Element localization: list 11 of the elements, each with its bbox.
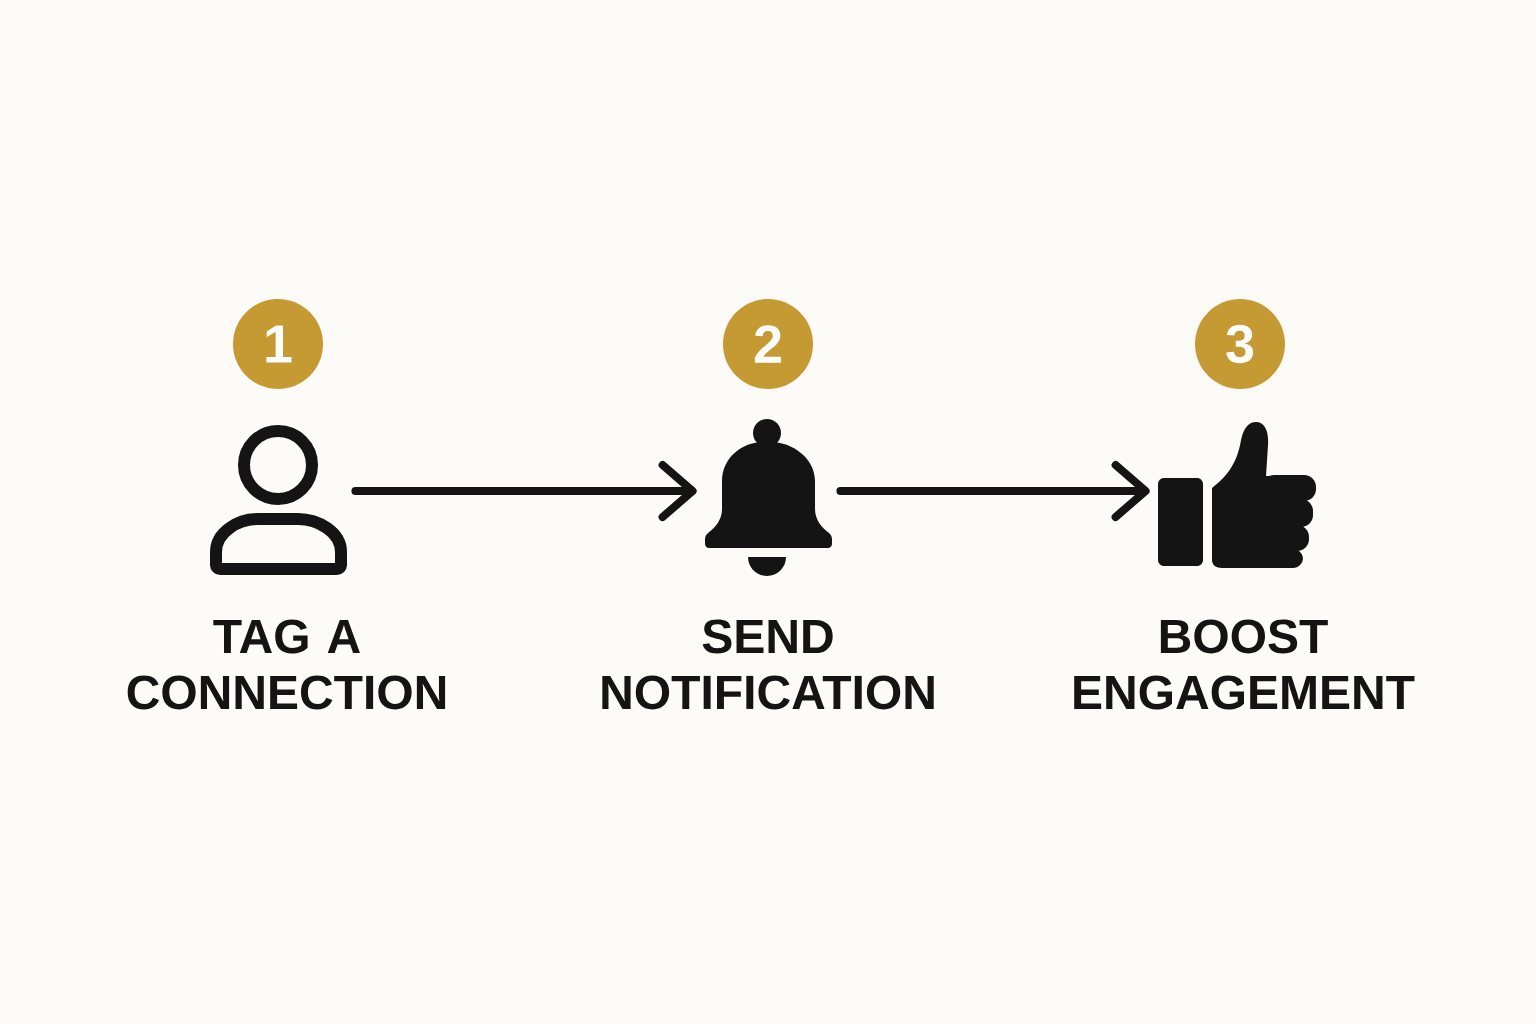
person-icon bbox=[210, 425, 347, 575]
number-badge: 2 bbox=[723, 299, 813, 389]
step-caption: SEND NOTIFICATION bbox=[602, 619, 934, 710]
arrow bbox=[351, 461, 697, 521]
step-caption: BOOST ENGAGEMENT bbox=[1074, 619, 1415, 710]
step-caption: TAG A CONNECTION bbox=[127, 619, 446, 710]
number-badge: 3 bbox=[1195, 299, 1285, 389]
number-badge: 1 bbox=[233, 299, 323, 389]
arrow bbox=[836, 461, 1150, 521]
bell-icon bbox=[705, 419, 832, 576]
thumbs-up-icon bbox=[1158, 422, 1316, 568]
